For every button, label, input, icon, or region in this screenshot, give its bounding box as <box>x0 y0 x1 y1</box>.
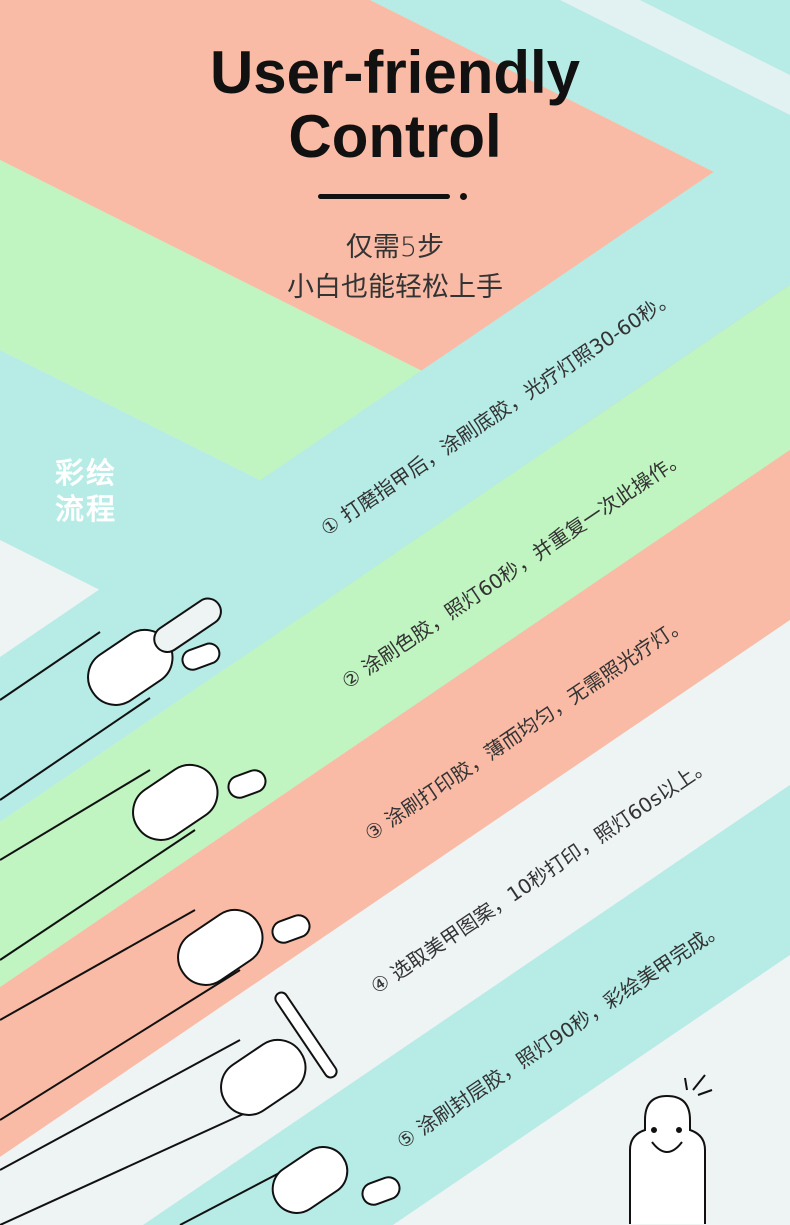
title-divider-dot <box>460 193 467 200</box>
band-step5 <box>143 785 790 1225</box>
subtitle-line2: 小白也能轻松上手 <box>287 272 503 303</box>
finger-1 <box>0 597 222 801</box>
finger-2 <box>0 763 267 961</box>
finger-3 <box>0 908 311 1121</box>
section-label-line2: 流程 <box>55 492 118 526</box>
section-label: 彩绘 流程 <box>55 455 117 527</box>
subtitle-line1: 仅需5步 <box>345 232 445 263</box>
page-title-line2: Control <box>288 103 502 170</box>
title-divider <box>318 194 450 199</box>
smiling-finger-character <box>629 1074 713 1224</box>
finger-5 <box>179 1146 401 1225</box>
page-title-line1: User-friendly <box>209 39 581 106</box>
finger-4 <box>0 991 338 1225</box>
band-top-gray <box>560 0 790 115</box>
band-step4 <box>0 620 790 1225</box>
section-label-line1: 彩绘 <box>55 456 118 490</box>
